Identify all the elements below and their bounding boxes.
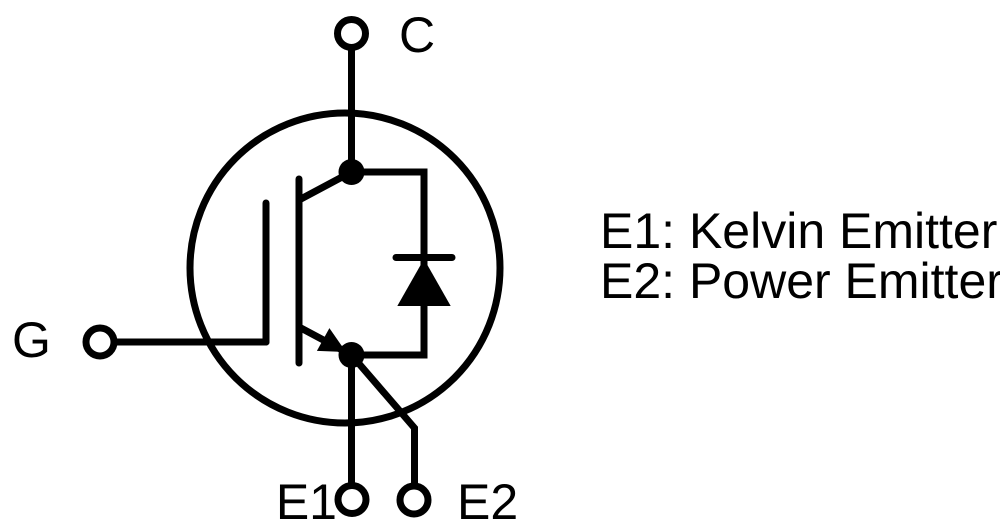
power-emitter-terminal-label: E2: [457, 474, 518, 530]
gate-terminal-label: G: [12, 312, 51, 368]
component-boundary-circle: [186, 109, 504, 427]
collector-terminal-circle: [334, 16, 369, 51]
kelvin-emitter-terminal-circle: [334, 482, 370, 517]
igbt-emitter-arrowhead-icon: [316, 328, 346, 352]
collector-node-dot: [338, 159, 365, 185]
diode-triangle-icon: [397, 259, 451, 306]
power-emitter-lead-wire: [348, 351, 418, 487]
gate-terminal-circle: [82, 324, 118, 360]
legend-kelvin-emitter-line: E1: Kelvin Emitter: [600, 203, 997, 259]
legend-power-emitter-line: E2: Power Emitter: [600, 253, 1000, 309]
kelvin-emitter-terminal-label: E1: [276, 474, 337, 530]
collector-terminal-label: C: [399, 7, 435, 63]
diode-branch-wire: [348, 168, 428, 359]
power-emitter-terminal-circle: [396, 482, 432, 518]
emitter-node-dot: [338, 342, 365, 368]
